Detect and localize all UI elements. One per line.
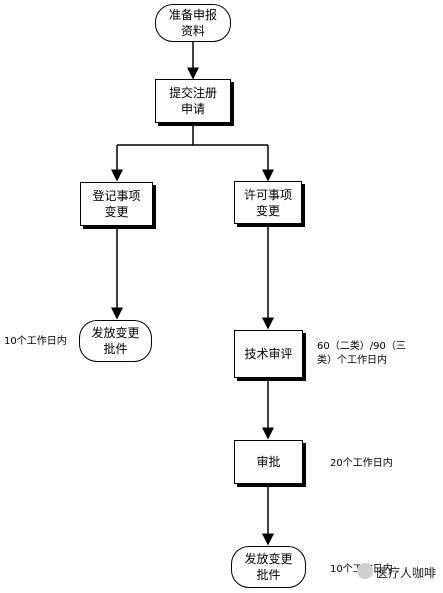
note-approval-days: 20个工作日内 [330,458,393,469]
watermark-text: 医疗人咖啡 [376,566,437,580]
node-submit: 提交注册 申请 [155,79,231,123]
note-tech-days: 60（二类）/90（三 类）个工作日内 [317,341,406,366]
node-issue-right: 发放变更 批件 [231,546,306,588]
note-left-days: 10个工作日内 [4,336,67,347]
node-prepare: 准备申报 资料 [155,4,231,42]
node-tech-review: 技术审评 [234,330,303,378]
node-approval: 审批 [234,440,303,484]
node-issue-left: 发放变更 批件 [79,320,152,362]
watermark-logo [357,563,373,579]
node-register-change: 登记事项 变更 [80,182,153,226]
node-license-change: 许可事项 变更 [234,181,302,224]
